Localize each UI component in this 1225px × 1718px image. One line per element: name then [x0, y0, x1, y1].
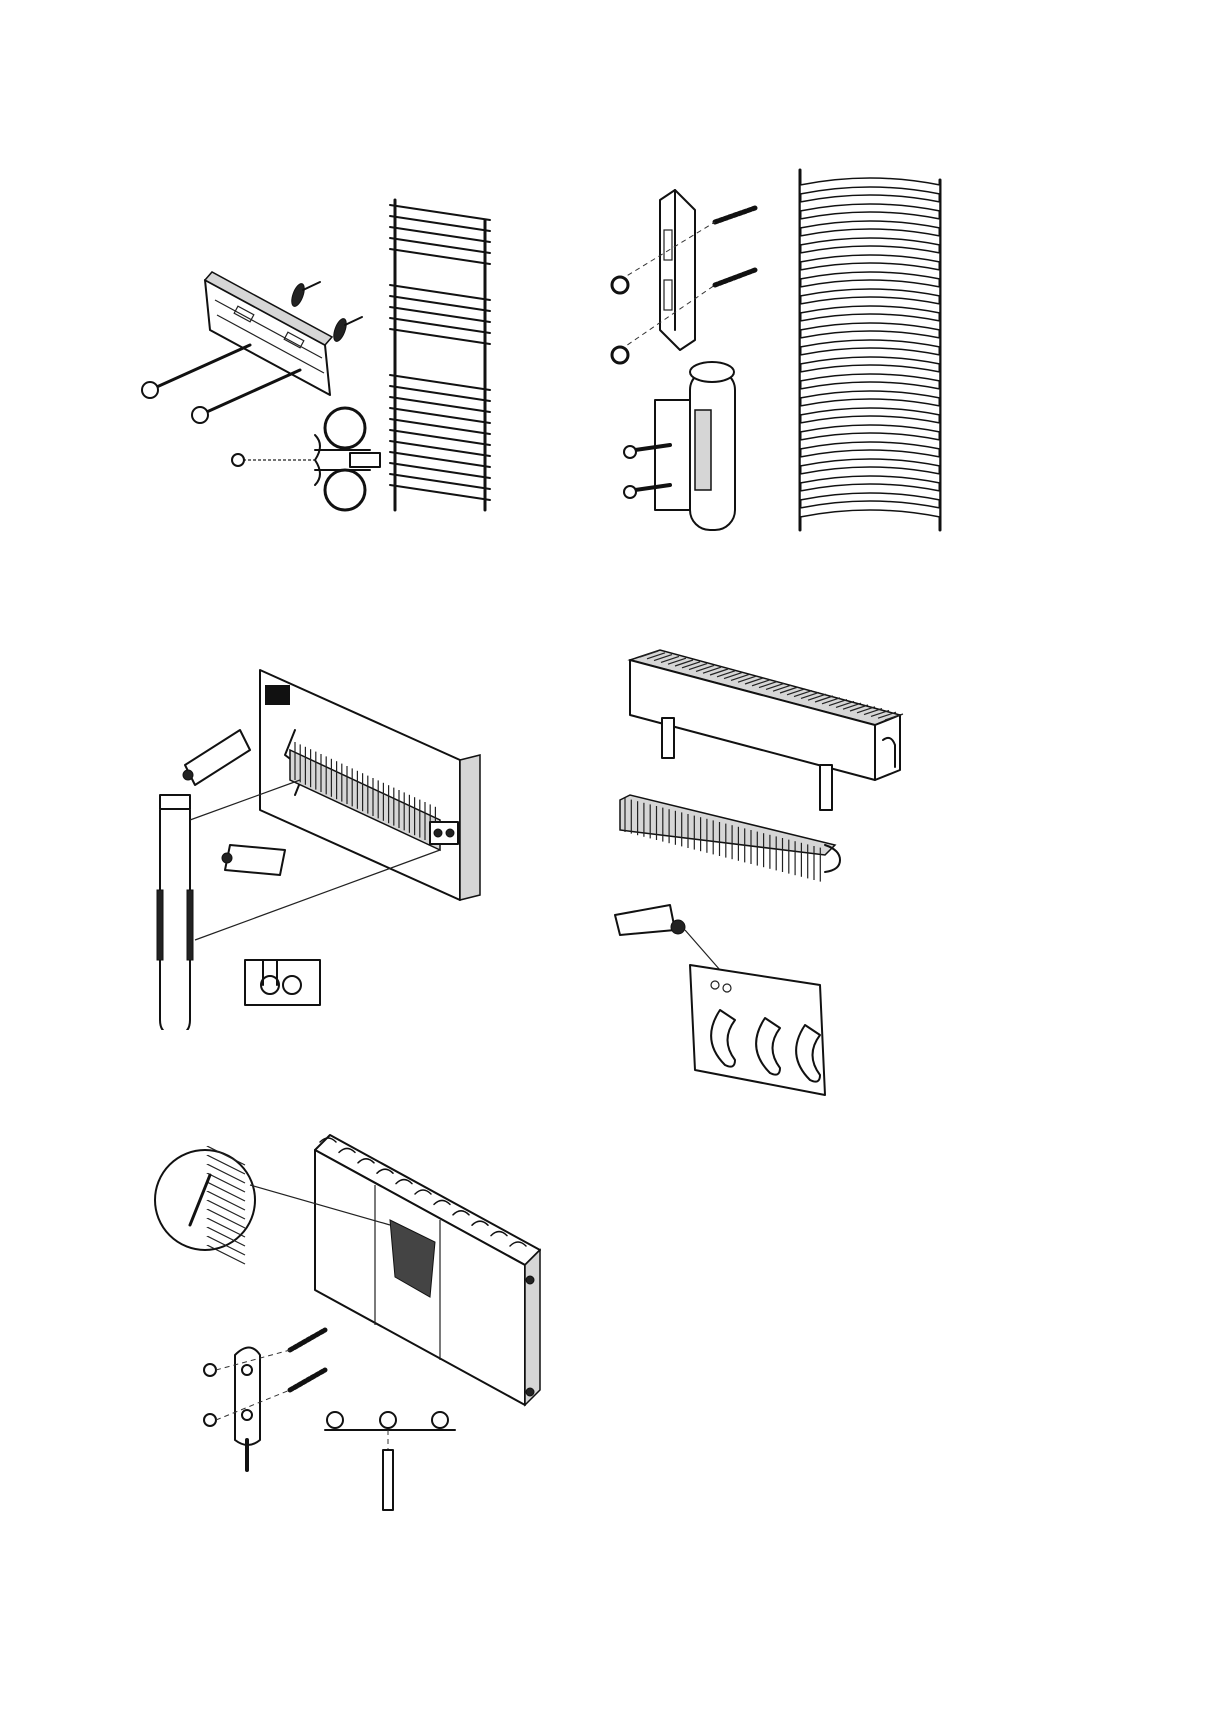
wall-screws [290, 1330, 325, 1390]
rail-slat [800, 195, 940, 211]
rail-slat [800, 416, 940, 432]
rail-slat [800, 229, 940, 245]
floor-convector-figure [600, 640, 920, 1110]
sealant-tube [615, 905, 720, 970]
connection-detail [245, 960, 320, 1005]
pipe-clamp-section [232, 408, 380, 510]
rail-slat [800, 314, 940, 330]
rail-slat [800, 246, 940, 262]
wall-bracket [235, 1348, 260, 1471]
rail-slat [800, 399, 940, 415]
rail-slat [800, 484, 940, 500]
trench-convector-figure [140, 650, 520, 1030]
curved-towel-rail [800, 170, 940, 530]
pipe-alignment-detail [325, 1412, 455, 1510]
vertical-bracket [660, 190, 695, 350]
rail-slat [800, 178, 940, 194]
rail-slat [800, 331, 940, 347]
rail-slat [800, 348, 940, 364]
rail-slat [800, 263, 940, 279]
mounting-template [690, 965, 825, 1095]
rail-slat [800, 212, 940, 228]
straight-towel-rail-figure [140, 160, 560, 580]
radiator-body [315, 1135, 540, 1405]
towel-rail [390, 200, 490, 510]
rail-slat [800, 450, 940, 466]
pipe-clamp-bracket [624, 362, 735, 530]
wall-bracket-rail [205, 272, 332, 395]
rail-slat [800, 467, 940, 483]
rail-slat [800, 280, 940, 296]
heat-exchanger [620, 795, 840, 882]
housing [260, 670, 480, 900]
rail-slat [800, 433, 940, 449]
rail-slat [800, 297, 940, 313]
rail-slat [800, 501, 940, 517]
rail-slat [800, 382, 940, 398]
rail-slat [800, 365, 940, 381]
curved-towel-rail-figure [600, 160, 960, 560]
wall-plugs [612, 277, 628, 363]
column-radiator-figure [150, 1130, 550, 1520]
convector-on-legs [630, 650, 903, 810]
